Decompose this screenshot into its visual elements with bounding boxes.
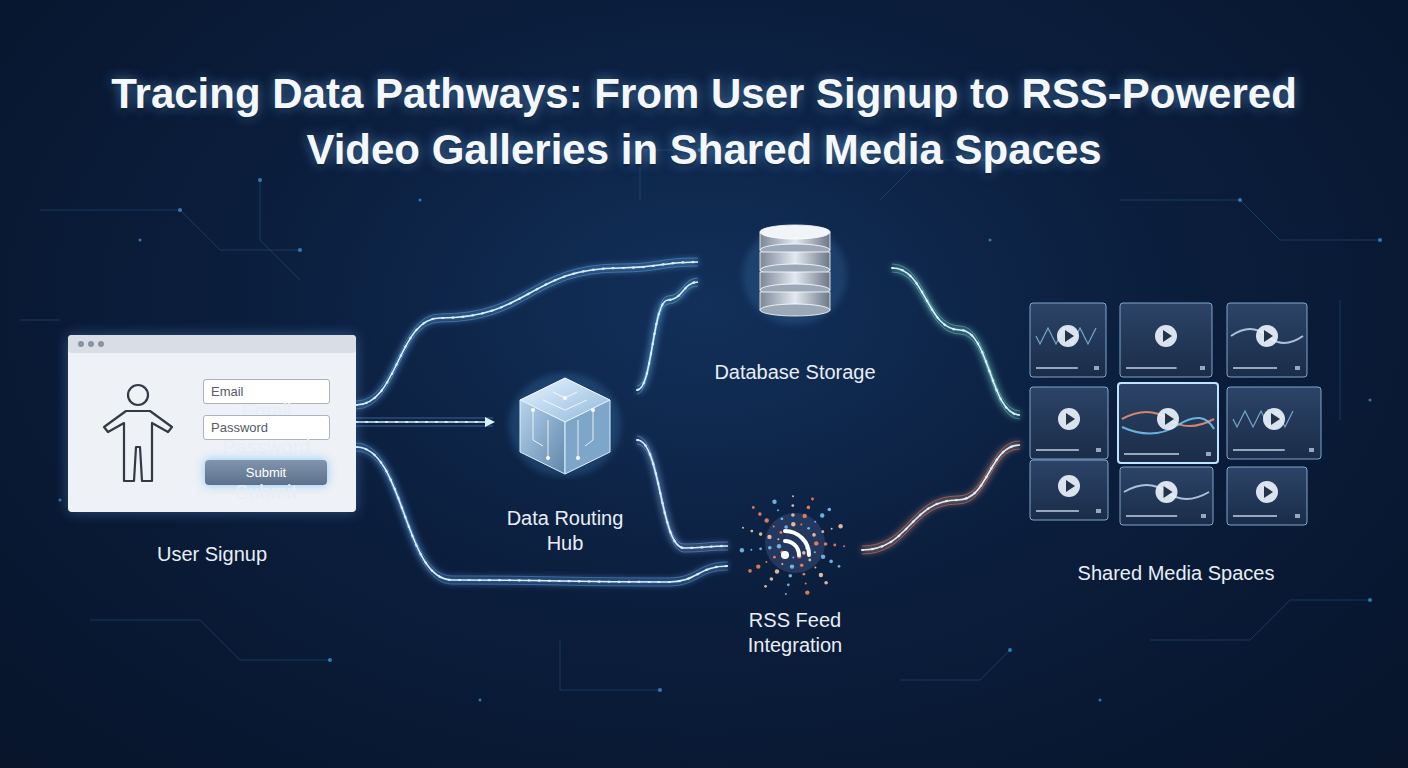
video-thumbnail-grid — [1020, 295, 1332, 535]
connector-glow — [356, 419, 493, 426]
connector-strand — [892, 264, 1020, 411]
diagram-title: Tracing Data Pathways: From User Signup … — [84, 66, 1324, 178]
connector-line — [892, 268, 1020, 415]
connector-line — [356, 262, 698, 405]
flow-connector — [637, 278, 698, 394]
button-label: Submit — [213, 465, 319, 480]
connector-strand — [356, 426, 493, 427]
connector-strand — [862, 441, 1020, 546]
database-icon — [698, 220, 892, 340]
node-label: Submit — [205, 480, 327, 505]
connector-glow — [862, 445, 1020, 550]
rss-feed-node: RSS Feed Integration — [728, 488, 862, 662]
connector-particles — [637, 282, 698, 390]
field-placeholder: Email — [211, 384, 322, 399]
connector-line — [637, 282, 698, 390]
flow-connector — [892, 264, 1020, 419]
node-label: RSS Feed Integration — [728, 608, 862, 658]
connector-glow — [637, 440, 728, 548]
connector-strand — [637, 278, 698, 386]
connector-line — [637, 440, 728, 548]
connector-glow — [356, 262, 698, 405]
connector-particles — [892, 268, 1020, 415]
connector-particles — [356, 262, 698, 405]
database-node: Database Storage — [698, 220, 892, 390]
connector-particles — [862, 445, 1020, 550]
connector-strand — [637, 444, 728, 552]
email-field: EmailEmail — [203, 379, 330, 404]
routing-cube-icon — [493, 370, 637, 480]
node-label: Password — [204, 435, 329, 460]
flow-connector — [862, 441, 1020, 554]
connector-strand — [356, 418, 493, 419]
connector-glow — [892, 268, 1020, 415]
connector-strand — [862, 449, 1020, 554]
connector-strand — [637, 436, 728, 544]
rss-swirl-icon — [728, 488, 862, 600]
connector-particles — [356, 421, 493, 423]
flow-connector — [356, 258, 698, 409]
routing-hub-node: Data Routing Hub — [493, 370, 637, 560]
connector-line — [862, 445, 1020, 550]
connector-strand — [356, 258, 698, 401]
node-label: Shared Media Spaces — [1020, 561, 1332, 586]
signup-form-window: User SignupEmailEmailPasswordPasswordSub… — [68, 335, 356, 575]
node-label: User Signup — [68, 542, 356, 567]
connector-glow — [637, 282, 698, 390]
connector-particles — [637, 440, 728, 548]
submit-button: SubmitSubmit — [205, 460, 327, 485]
flow-connector — [637, 436, 728, 552]
field-placeholder: Password — [211, 420, 322, 435]
node-label: Database Storage — [698, 360, 892, 385]
connector-line — [356, 421, 493, 423]
password-field: PasswordPassword — [203, 415, 330, 440]
media-gallery-node: Shared Media Spaces — [1020, 295, 1332, 595]
node-label: Data Routing Hub — [493, 506, 637, 556]
connector-strand — [892, 272, 1020, 419]
flow-connector — [356, 418, 493, 426]
